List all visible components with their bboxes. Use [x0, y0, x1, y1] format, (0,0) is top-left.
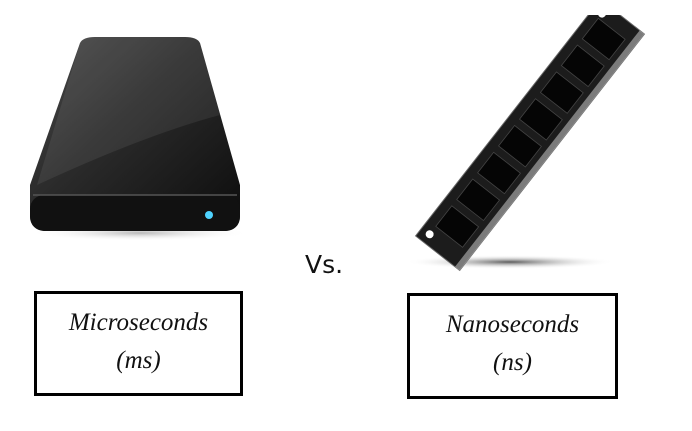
ns-unit-label: (ns) — [493, 349, 532, 376]
external-hard-drive-icon — [30, 37, 250, 241]
led-indicator — [205, 211, 213, 219]
microseconds-box: Microseconds (ms) — [34, 291, 243, 396]
microseconds-label: Microseconds — [68, 309, 209, 336]
nanoseconds-box: Nanoseconds (ns) — [407, 293, 618, 399]
versus-label: Vs. — [305, 250, 344, 279]
nanoseconds-label: Nanoseconds — [445, 311, 580, 338]
ram-module-icon — [405, 15, 646, 272]
ms-unit-label: (ms) — [116, 347, 161, 374]
